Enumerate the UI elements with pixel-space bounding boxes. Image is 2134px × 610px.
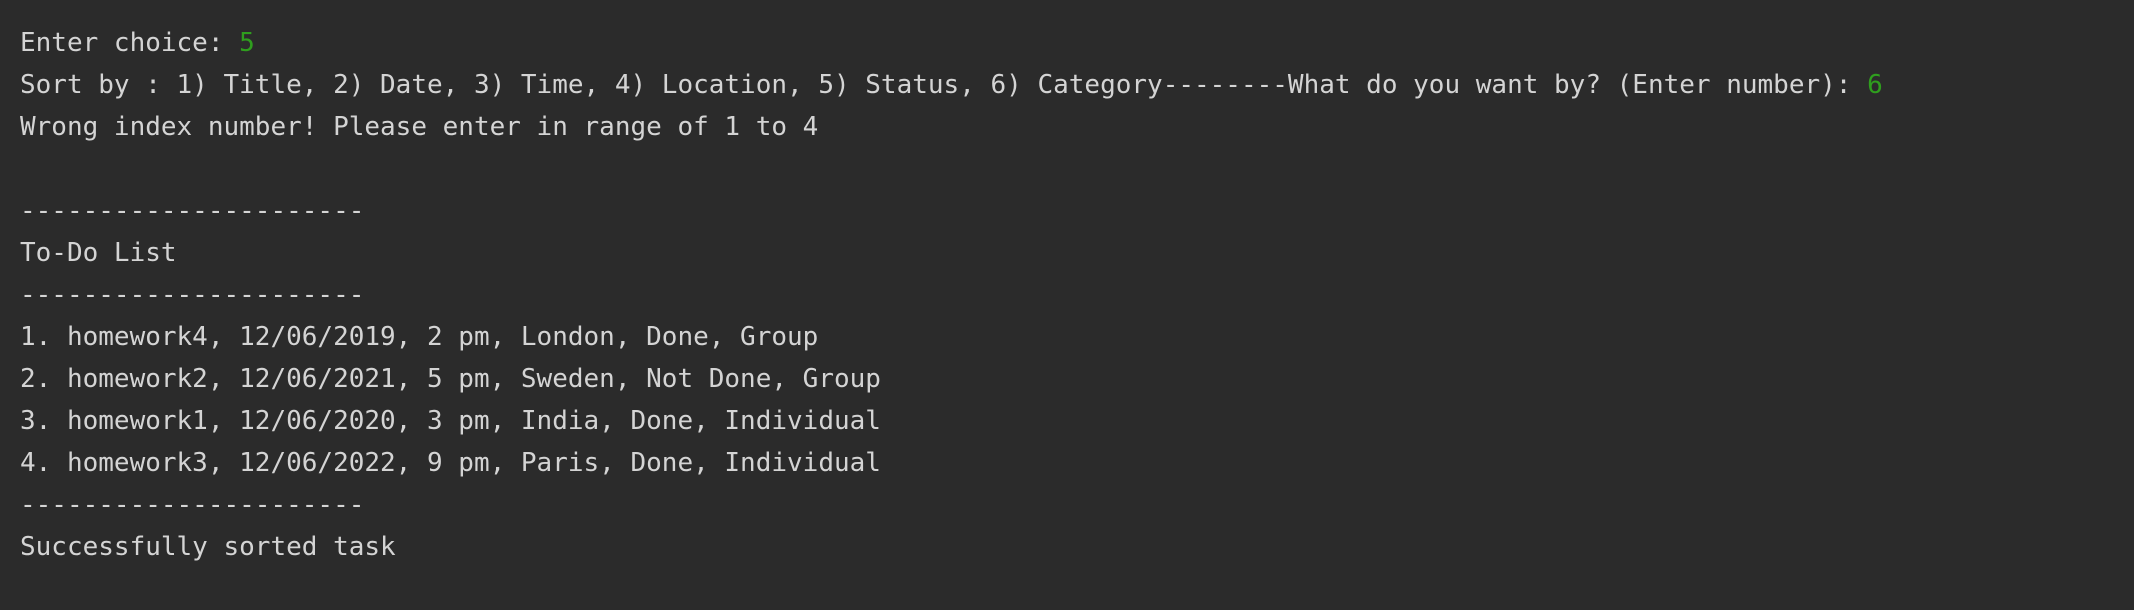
prompt-label: Enter choice: xyxy=(20,28,240,58)
blank-line xyxy=(20,148,2134,190)
divider-line: ---------------------- xyxy=(20,490,365,520)
prompt-line-choice: Enter choice: 5 xyxy=(20,22,2134,64)
list-item: 1. homework4, 12/06/2019, 2 pm, London, … xyxy=(20,322,819,352)
list-item: 4. homework3, 12/06/2022, 9 pm, Paris, D… xyxy=(20,448,881,478)
prompt-line-sort: Sort by : 1) Title, 2) Date, 3) Time, 4)… xyxy=(20,64,2134,106)
user-input-value: 6 xyxy=(1867,70,1883,100)
list-item: 3. homework1, 12/06/2020, 3 pm, India, D… xyxy=(20,406,881,436)
list-title: To-Do List xyxy=(20,238,177,268)
divider-line: ---------------------- xyxy=(20,196,365,226)
prompt-label: Sort by : 1) Title, 2) Date, 3) Time, 4)… xyxy=(20,70,1868,100)
error-message: Wrong index number! Please enter in rang… xyxy=(20,112,819,142)
user-input-value: 5 xyxy=(239,28,255,58)
divider-line: ---------------------- xyxy=(20,280,365,310)
success-message: Successfully sorted task xyxy=(20,532,396,562)
list-item: 2. homework2, 12/06/2021, 5 pm, Sweden, … xyxy=(20,364,881,394)
